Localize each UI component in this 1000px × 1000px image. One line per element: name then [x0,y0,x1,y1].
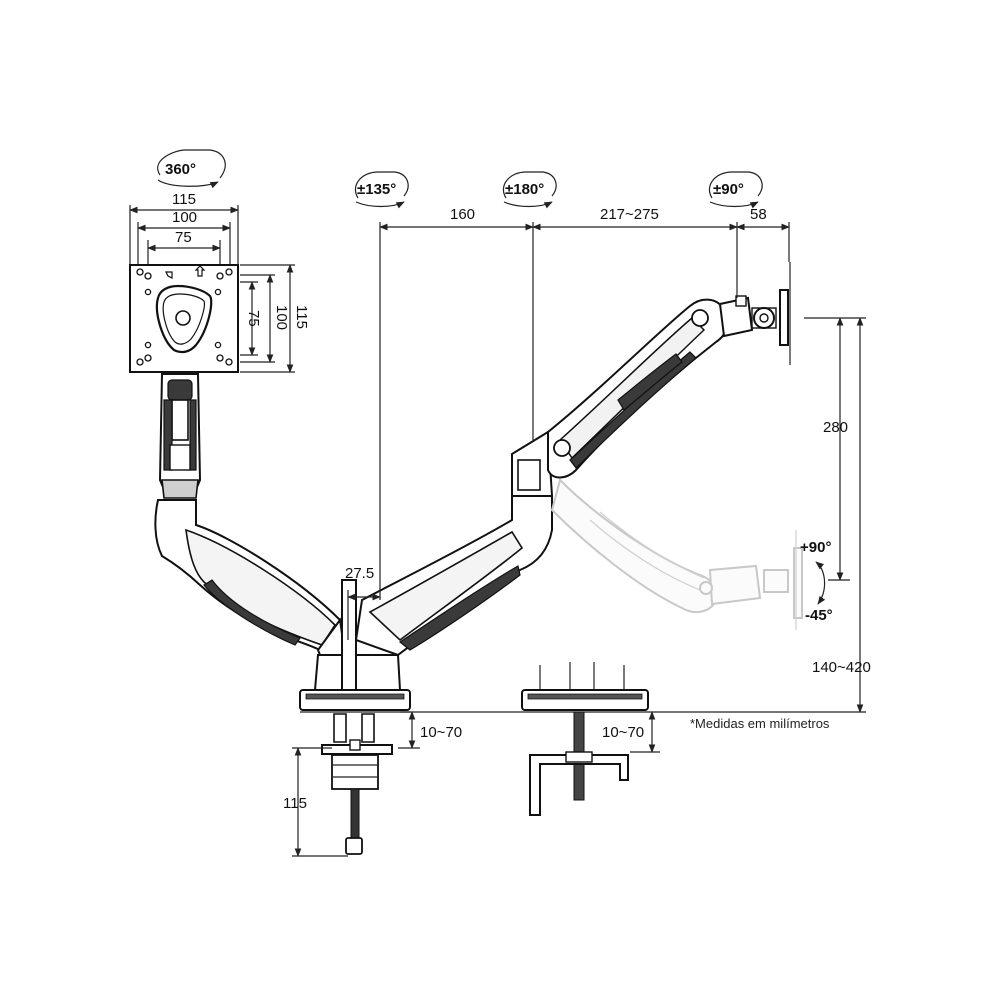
rotation-135-label: ±135° [357,181,396,198]
right-lower-arm [354,430,554,657]
vesa-top-dimensions: 115 100 75 [129,191,239,268]
vesa-side-dimensions: 115 100 75 [240,264,310,373]
vesa-width-100: 100 [172,209,197,226]
tilt-indicator: +90° -45° [800,539,833,624]
left-head-bracket [158,373,202,499]
left-clamp-dimensions: 10~70 115 [283,711,462,857]
pole-offset-dimension: 27.5 [345,565,381,640]
left-desk-thickness: 10~70 [420,724,462,741]
height-range: 140~420 [812,659,871,676]
units-note: *Medidas em milímetros [690,716,830,731]
rotation-180-label: ±180° [505,181,544,198]
reach-dimensions: 160 217~275 58 [379,206,790,600]
right-base [521,662,649,816]
vesa-height-115: 115 [293,305,310,329]
rotation-180-icon: ±180° [502,171,557,209]
head-depth: 58 [750,206,767,223]
rotation-90-icon: ±90° [708,171,763,209]
arm-upper-length: 217~275 [600,206,659,223]
right-upper-arm [547,262,791,479]
vesa-width-75: 75 [175,229,192,246]
vesa-width-115: 115 [172,191,196,208]
height-travel: 280 [823,419,848,436]
clamp-length: 115 [283,795,307,812]
left-base [299,689,411,855]
vesa-plate [129,264,239,373]
right-desk-thickness: 10~70 [602,724,644,741]
rotation-360-icon: 360° [157,149,226,189]
rotation-360-label: 360° [165,161,196,178]
tilt-down-label: -45° [805,607,833,624]
pole-offset: 27.5 [345,565,374,582]
vesa-height-100: 100 [273,305,290,330]
vesa-height-75: 75 [245,310,262,327]
right-clamp-dimensions: 10~70 [602,711,660,753]
height-dimensions: 280 140~420 [400,317,871,713]
ghost-lowered-arm [550,478,803,630]
tilt-up-label: +90° [800,539,831,556]
rotation-90-label: ±90° [713,181,744,198]
arm-lower-length: 160 [450,206,475,223]
left-arm [154,499,347,662]
rotation-135-icon: ±135° [354,171,409,209]
